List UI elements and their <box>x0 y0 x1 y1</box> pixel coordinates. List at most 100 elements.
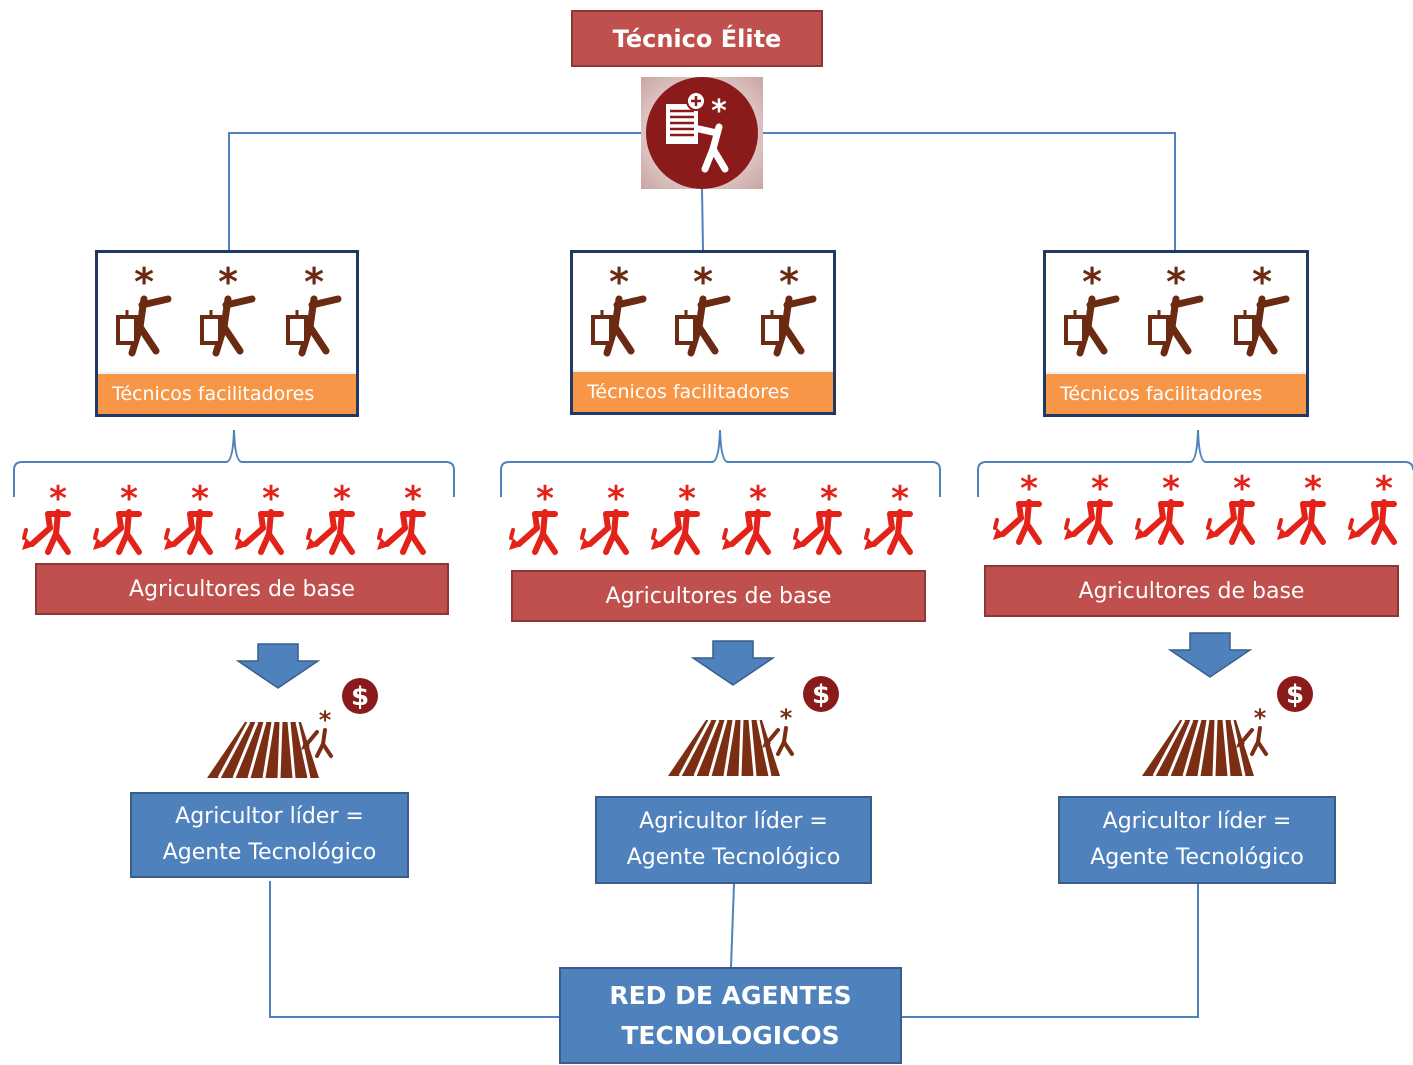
connector-elite-center <box>701 187 704 251</box>
farmer-figures-row-3: * * * * * * <box>993 469 1397 545</box>
facilitator-technician-icon: * <box>591 260 647 357</box>
dollar-coin-icon: $ <box>1277 676 1313 712</box>
leader-farmer-box-2: Agricultor líder = Agente Tecnológico <box>595 796 872 884</box>
svg-text:*: * <box>134 260 154 304</box>
svg-text:*: * <box>49 479 67 519</box>
svg-text:*: * <box>218 260 238 304</box>
svg-text:*: * <box>1082 260 1102 304</box>
facilitator-technician-icon: * <box>1148 260 1204 357</box>
leader-farmer-field-icon: *$ <box>1142 676 1313 777</box>
facilitators-team-2: * * * Técnicos facilitadores <box>570 250 836 415</box>
leader-label-line1: Agricultor líder = <box>175 804 364 829</box>
leader-label-line2: Agente Tecnológico <box>626 845 841 870</box>
down-arrow-icon <box>1168 632 1252 678</box>
brace-center <box>500 429 941 497</box>
facilitator-technician-icon: * <box>1064 260 1120 357</box>
svg-text:*: * <box>1233 469 1251 509</box>
facilitators-label: Técnicos facilitadores <box>98 372 356 414</box>
farmer-icon: * <box>793 479 842 555</box>
svg-text:*: * <box>1375 469 1393 509</box>
svg-text:*: * <box>1254 704 1267 732</box>
farmer-icon: * <box>722 479 771 555</box>
svg-text:$: $ <box>351 682 369 712</box>
svg-text:*: * <box>1304 469 1322 509</box>
farmer-icon: * <box>93 479 142 555</box>
farmer-figures-row-1: ****** <box>22 479 426 555</box>
svg-text:*: * <box>319 706 332 734</box>
farmer-icon: * <box>651 479 700 555</box>
svg-text:*: * <box>1091 469 1109 509</box>
svg-text:*: * <box>711 94 727 129</box>
svg-text:*: * <box>780 704 793 732</box>
farmer-icon: * <box>509 479 558 555</box>
svg-text:*: * <box>1166 260 1186 304</box>
leader-farmer-field-icon: * <box>207 706 333 779</box>
facilitators-team-1: * * * Técnicos facilitadores <box>95 250 359 417</box>
leader-farmer-field-icon: *$ <box>207 678 378 779</box>
dollar-coin-icon: $ <box>342 678 378 714</box>
svg-text:*: * <box>693 260 713 304</box>
facilitator-figures: * * * <box>591 260 817 357</box>
facilitator-figures: * * * <box>1064 260 1290 357</box>
connector-elite-left <box>228 132 641 250</box>
svg-text:*: * <box>678 479 696 519</box>
svg-text:*: * <box>820 479 838 519</box>
farmer-icon: * <box>1277 469 1326 545</box>
svg-text:*: * <box>891 479 909 519</box>
farmer-icon: * <box>1064 469 1113 545</box>
leader-farmer-box-1: Agricultor líder = Agente Tecnológico <box>130 792 409 878</box>
dollar-coin-icon: $ <box>803 676 839 712</box>
down-arrow-icon <box>236 643 320 689</box>
svg-text:*: * <box>1020 469 1038 509</box>
facilitators-team-3: * * * Técnicos facilitadores <box>1043 250 1309 417</box>
leader-farmer-box-3: Agricultor líder = Agente Tecnológico <box>1058 796 1336 884</box>
farmer-icon: * <box>864 479 913 555</box>
connector-leader-right <box>902 884 1199 1018</box>
facilitator-technician-icon: * <box>1234 260 1290 357</box>
brace-left <box>13 429 455 497</box>
facilitator-technician-icon: * <box>761 260 817 357</box>
down-arrow-icon <box>691 640 775 686</box>
leader-label-line1: Agricultor líder = <box>1102 809 1292 834</box>
svg-text:*: * <box>1162 469 1180 509</box>
svg-text:*: * <box>536 479 554 519</box>
farmer-icon: * <box>1348 469 1397 545</box>
svg-text:*: * <box>609 260 629 304</box>
svg-text:*: * <box>1252 260 1272 304</box>
farmer-icon: * <box>235 479 284 555</box>
svg-text:*: * <box>120 479 138 519</box>
base-farmers-box-3: Agricultores de base <box>984 565 1399 617</box>
network-label-line1: RED DE AGENTES <box>609 980 852 1010</box>
svg-text:*: * <box>304 260 324 304</box>
facilitators-label: Técnicos facilitadores <box>573 370 833 412</box>
svg-text:*: * <box>749 479 767 519</box>
farmer-figures-row-2: * * * * * * <box>509 479 913 555</box>
farmer-icon: * <box>164 479 213 555</box>
farmer-icon: * <box>993 469 1042 545</box>
elite-technician-title: Técnico Élite <box>571 10 823 67</box>
base-farmers-box-1: Agricultores de base <box>35 563 449 615</box>
svg-text:*: * <box>191 479 209 519</box>
svg-text:$: $ <box>812 680 830 710</box>
facilitators-label: Técnicos facilitadores <box>1046 372 1306 414</box>
svg-text:*: * <box>779 260 799 304</box>
agents-network-box: RED DE AGENTES TECNOLOGICOS <box>559 967 902 1064</box>
farmer-icon: * <box>1206 469 1255 545</box>
connector-elite-right <box>762 132 1176 250</box>
elite-technician-icon: * <box>641 77 763 189</box>
farmer-icon: * <box>1135 469 1184 545</box>
base-farmers-box-2: Agricultores de base <box>511 570 926 622</box>
connector-leader-center <box>730 883 735 968</box>
connector-leader-left <box>269 881 559 1018</box>
facilitator-technician-icon: * <box>200 260 256 357</box>
facilitator-figures: * * * <box>116 260 342 357</box>
network-label-line2: TECNOLOGICOS <box>621 1020 840 1050</box>
svg-text:*: * <box>333 479 351 519</box>
svg-text:*: * <box>607 479 625 519</box>
leader-label-line1: Agricultor líder = <box>639 809 828 834</box>
farmer-icon: * <box>306 479 355 555</box>
leader-farmer-field-icon: * <box>1142 704 1268 777</box>
farmer-icon: * <box>22 479 71 555</box>
leader-label-line2: Agente Tecnológico <box>162 840 377 865</box>
